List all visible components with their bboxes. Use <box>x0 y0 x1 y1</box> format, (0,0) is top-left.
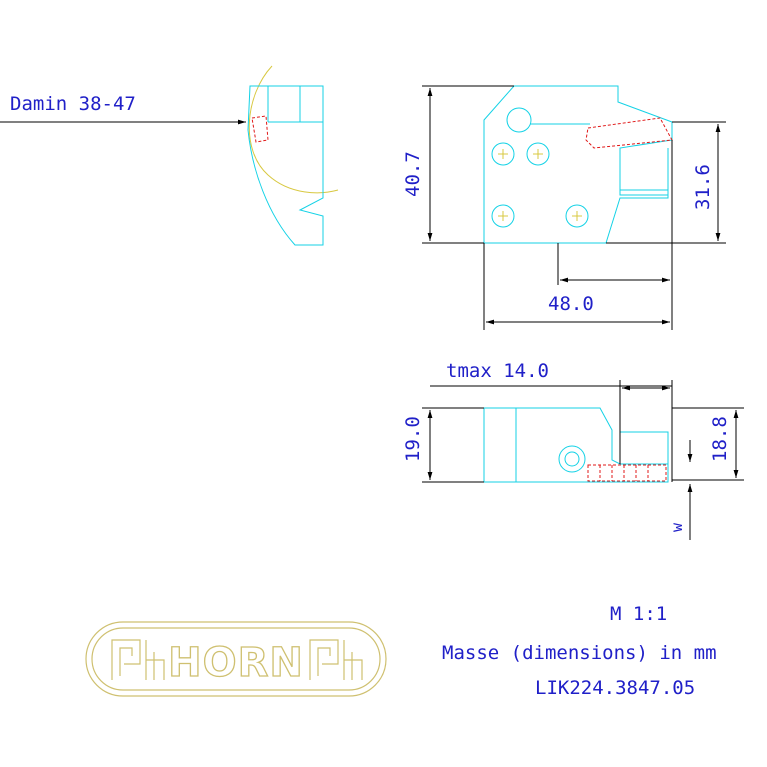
screw-centers <box>498 149 582 221</box>
length-label: 48.0 <box>548 293 594 315</box>
side-view-insert <box>251 115 269 143</box>
screw-hole-4 <box>565 204 589 228</box>
top-view-inner-lines <box>515 408 669 482</box>
front-view-pocket <box>619 148 669 196</box>
front-view: 40.7 31.6 48.0 <box>402 85 726 330</box>
damin-label: Damin 38-47 <box>10 93 136 115</box>
scale-note: M 1:1 <box>610 603 667 625</box>
width-edge-label: 18.8 <box>709 416 731 462</box>
screw-hole-3 <box>491 204 515 228</box>
part-number: LIK224.3847.05 <box>535 677 695 699</box>
bore-arc <box>248 65 339 194</box>
units-note: Masse (dimensions) in mm <box>442 642 717 664</box>
logo-mark-left <box>111 639 165 680</box>
screw-hole-2 <box>526 142 550 166</box>
side-view-outline <box>247 85 324 246</box>
width-total-label: 19.0 <box>402 416 424 462</box>
height-total-label: 40.7 <box>402 151 424 197</box>
side-view: Damin 38-47 <box>0 65 339 246</box>
tmax-label: tmax 14.0 <box>446 360 549 382</box>
front-view-insert <box>585 117 673 149</box>
clamp-hole <box>506 107 532 133</box>
logo-text: HORN <box>168 640 304 686</box>
top-view-screw-inner <box>564 451 580 467</box>
w-label: w <box>668 522 686 532</box>
logo-mark-right <box>309 639 363 680</box>
side-view-inner-lines <box>267 86 323 123</box>
top-view: tmax 14.0 19.0 18.8 w <box>402 360 744 540</box>
top-view-screw-outer <box>558 445 586 473</box>
height-edge-label: 31.6 <box>692 164 714 210</box>
top-view-insert <box>587 464 667 482</box>
horn-logo: HORN <box>85 621 387 697</box>
screw-hole-1 <box>491 142 515 166</box>
